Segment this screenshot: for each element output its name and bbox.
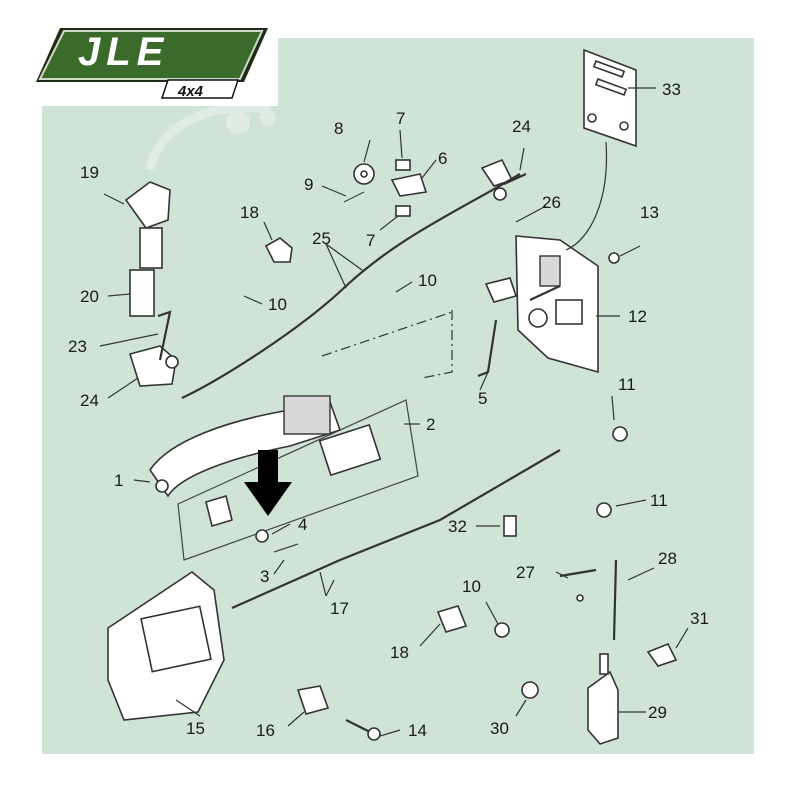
small-hardware bbox=[343, 159, 428, 217]
part-18-10-lower-clips bbox=[436, 605, 510, 638]
ghost-part bbox=[145, 103, 276, 172]
callout-labels: 33 13 12 11 11 24 26 6 8 7 9 7 18 25 19 … bbox=[68, 80, 709, 740]
callout-31: 31 bbox=[690, 609, 709, 628]
part-19-20-latch bbox=[124, 181, 171, 317]
callout-7b: 7 bbox=[366, 231, 375, 250]
callout-11b: 11 bbox=[650, 491, 668, 510]
callout-9: 9 bbox=[304, 175, 313, 194]
callout-32: 32 bbox=[448, 517, 467, 536]
callout-27: 27 bbox=[516, 563, 535, 582]
callout-19: 19 bbox=[80, 163, 99, 182]
callout-18a: 18 bbox=[240, 203, 259, 222]
callout-17: 17 bbox=[330, 599, 349, 618]
callout-14: 15 bbox=[186, 719, 205, 738]
leader-lines bbox=[99, 87, 689, 737]
logo-badge-icon bbox=[36, 28, 268, 99]
highlight-arrow-icon bbox=[244, 450, 292, 516]
callout-18b: 18 bbox=[390, 643, 409, 662]
callout-10a: 10 bbox=[268, 295, 287, 314]
part-27-32-28-31 bbox=[503, 515, 678, 667]
part-33-bracket-plate bbox=[583, 48, 637, 148]
callout-6: 6 bbox=[438, 149, 447, 168]
part-24-lower-bracket bbox=[128, 310, 179, 387]
callout-2: 2 bbox=[426, 415, 435, 434]
callout-8: 8 bbox=[334, 119, 343, 138]
part-14-inner-handle bbox=[107, 571, 225, 721]
callout-25: 25 bbox=[312, 229, 331, 248]
jle-logo: JLE 4x4 bbox=[0, 0, 278, 106]
logo-subtext: 4x4 bbox=[178, 83, 204, 100]
logo-text: JLE bbox=[78, 30, 170, 74]
callout-4: 4 bbox=[298, 515, 307, 534]
callout-1: 1 bbox=[114, 471, 123, 490]
callout-7a: 7 bbox=[396, 109, 405, 128]
callout-30: 30 bbox=[490, 719, 509, 738]
part-24-26-upper bbox=[480, 158, 518, 303]
callout-24a: 24 bbox=[512, 117, 531, 136]
part-18-clip bbox=[264, 237, 293, 263]
part-2-escutcheon bbox=[177, 399, 419, 561]
callout-10c: 10 bbox=[462, 577, 481, 596]
callout-16: 16 bbox=[256, 721, 275, 740]
callout-3: 3 bbox=[260, 567, 269, 586]
part-11-clips bbox=[596, 252, 628, 518]
callout-12: 12 bbox=[628, 307, 647, 326]
callout-24b: 24 bbox=[80, 391, 99, 410]
part-1-door-handle bbox=[149, 395, 342, 498]
callout-13: 13 bbox=[640, 203, 659, 222]
callout-5: 5 bbox=[478, 389, 487, 408]
callout-29: 29 bbox=[648, 703, 667, 722]
part-29-30-actuator bbox=[521, 653, 619, 745]
callout-28: 28 bbox=[658, 549, 677, 568]
callout-10b: 10 bbox=[418, 271, 437, 290]
callout-20: 20 bbox=[80, 287, 99, 306]
part-15-16-fasteners bbox=[296, 685, 381, 741]
callout-33: 33 bbox=[662, 80, 681, 99]
callout-15: 14 bbox=[408, 721, 427, 740]
callout-11a: 11 bbox=[618, 375, 636, 394]
callout-23: 23 bbox=[68, 337, 87, 356]
callout-26: 26 bbox=[542, 193, 561, 212]
part-12-door-lock bbox=[515, 235, 599, 374]
